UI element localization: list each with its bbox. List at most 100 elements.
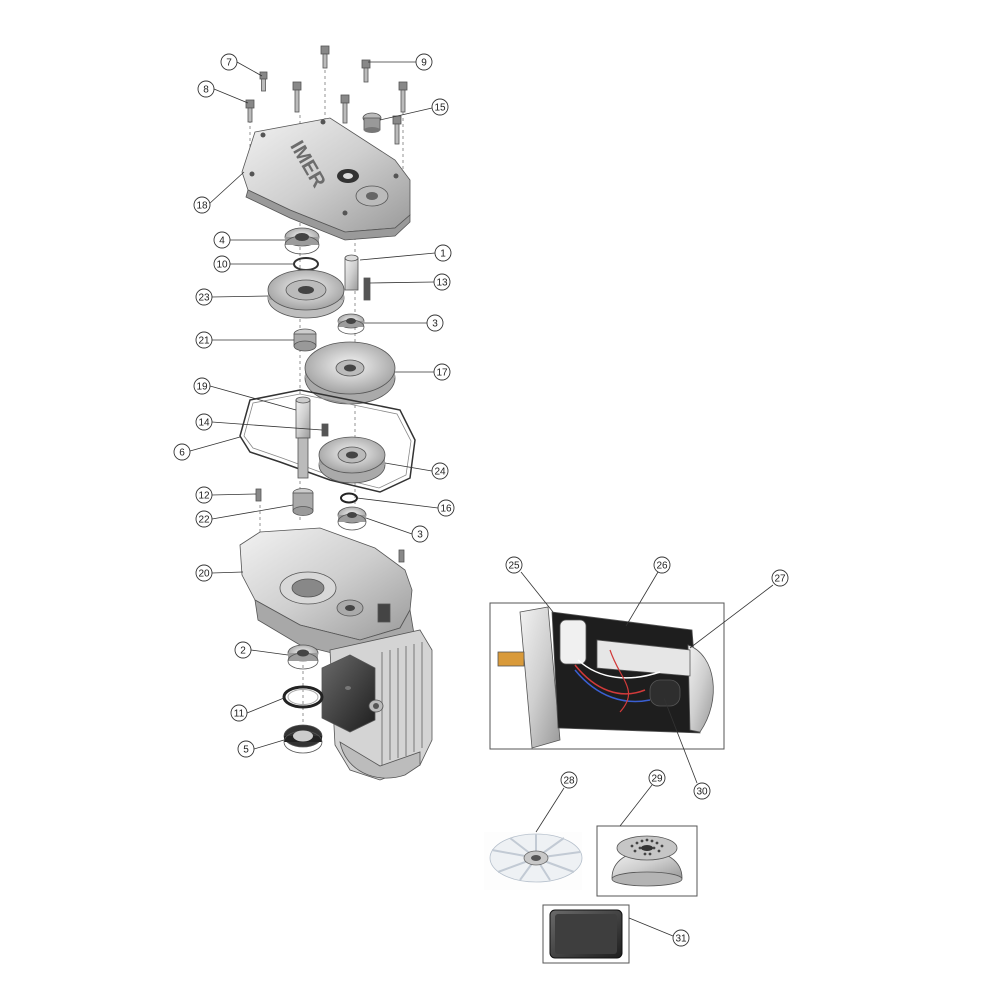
svg-text:7: 7 — [226, 58, 232, 69]
svg-text:9: 9 — [421, 58, 427, 69]
shaft-1 — [344, 254, 359, 291]
screw — [320, 45, 330, 69]
svg-text:14: 14 — [198, 418, 210, 429]
svg-text:18: 18 — [196, 201, 208, 212]
callout-1: 1 — [434, 244, 452, 262]
centrifugal-switch-30 — [649, 679, 681, 707]
callout-6: 6 — [173, 443, 191, 461]
svg-text:10: 10 — [216, 260, 228, 271]
screw — [340, 94, 350, 124]
oring-16 — [340, 492, 358, 504]
pinion-shaft-19 — [295, 396, 311, 479]
svg-text:17: 17 — [436, 368, 448, 379]
callout-31: 31 — [672, 929, 690, 947]
callout-15: 15 — [431, 98, 449, 116]
callout-leaders — [189, 61, 774, 937]
cable-gland — [368, 699, 384, 713]
screw — [292, 81, 302, 113]
svg-text:24: 24 — [434, 467, 446, 478]
callout-7: 7 — [220, 53, 238, 71]
terminal-cover-photo — [542, 904, 630, 964]
callout-20: 20 — [195, 564, 213, 582]
svg-text:11: 11 — [234, 709, 245, 720]
bushing-22 — [292, 488, 314, 516]
svg-text:26: 26 — [656, 561, 668, 572]
callout-8: 8 — [197, 80, 215, 98]
pin-small — [398, 549, 405, 563]
callout-26: 26 — [653, 556, 671, 574]
callout-16: 16 — [437, 499, 455, 517]
svg-text:8: 8 — [203, 85, 209, 96]
pin-12 — [255, 488, 262, 502]
callout-27: 27 — [771, 569, 789, 587]
svg-text:30: 30 — [696, 787, 708, 798]
bushing-21 — [293, 328, 317, 352]
gear-24 — [318, 436, 386, 484]
screw — [398, 81, 408, 113]
bearing-3-lower — [337, 506, 367, 531]
svg-text:22: 22 — [198, 515, 210, 526]
callout-3-lower: 3 — [411, 525, 429, 543]
callout-3-upper: 3 — [426, 314, 444, 332]
callout-22: 22 — [195, 510, 213, 528]
key-14 — [321, 423, 329, 437]
bearing-2 — [287, 644, 319, 670]
screw — [245, 99, 255, 123]
callout-29: 29 — [648, 769, 666, 787]
callout-13: 13 — [433, 273, 451, 291]
svg-text:29: 29 — [651, 774, 663, 785]
svg-text:3: 3 — [432, 319, 438, 330]
svg-text:4: 4 — [219, 236, 225, 247]
oil-seal-5 — [283, 724, 323, 754]
callouts: 1 2 3 3 4 5 6 7 8 9 10 11 12 13 14 15 16… — [173, 53, 789, 947]
screw — [259, 71, 268, 92]
bearing-3-upper — [337, 313, 365, 335]
callout-19: 19 — [193, 377, 211, 395]
callout-9: 9 — [415, 53, 433, 71]
circlip-10 — [293, 257, 319, 271]
screw — [392, 115, 402, 145]
callout-4: 4 — [213, 231, 231, 249]
callout-24: 24 — [431, 462, 449, 480]
callout-10: 10 — [213, 255, 231, 273]
fan-cover-vent-holes — [630, 838, 664, 856]
svg-text:20: 20 — [198, 569, 210, 580]
svg-text:12: 12 — [198, 491, 210, 502]
callout-30: 30 — [693, 782, 711, 800]
screw — [361, 59, 371, 83]
svg-text:15: 15 — [434, 103, 446, 114]
cooling-fan-photo — [484, 832, 583, 890]
svg-text:3: 3 — [417, 530, 423, 541]
fan-cover-photo — [596, 825, 698, 897]
svg-text:5: 5 — [243, 745, 249, 756]
callout-14: 14 — [195, 413, 213, 431]
callout-28: 28 — [560, 771, 578, 789]
svg-text:25: 25 — [508, 561, 520, 572]
cover-screws — [245, 45, 408, 145]
motor-cutaway-photo — [489, 602, 725, 750]
spacer-ring-11 — [282, 685, 324, 709]
svg-text:19: 19 — [196, 382, 208, 393]
svg-text:6: 6 — [179, 448, 185, 459]
svg-text:1: 1 — [440, 249, 446, 260]
motor-wiring — [574, 649, 661, 713]
gear-23 — [267, 269, 345, 319]
callout-21: 21 — [195, 331, 213, 349]
callout-23: 23 — [195, 288, 213, 306]
svg-text:27: 27 — [774, 574, 786, 585]
callout-5: 5 — [237, 740, 255, 758]
electric-motor — [321, 629, 433, 781]
svg-text:23: 23 — [198, 293, 210, 304]
svg-text:13: 13 — [436, 278, 448, 289]
callout-2: 2 — [234, 641, 252, 659]
gasket-6 — [239, 389, 416, 493]
svg-text:16: 16 — [440, 504, 452, 515]
callout-11: 11 — [230, 704, 248, 722]
svg-text:31: 31 — [675, 934, 687, 945]
key-13 — [363, 277, 371, 301]
svg-text:21: 21 — [198, 336, 210, 347]
capacitor-27 — [596, 639, 691, 677]
svg-text:28: 28 — [563, 776, 575, 787]
callout-25: 25 — [505, 556, 523, 574]
